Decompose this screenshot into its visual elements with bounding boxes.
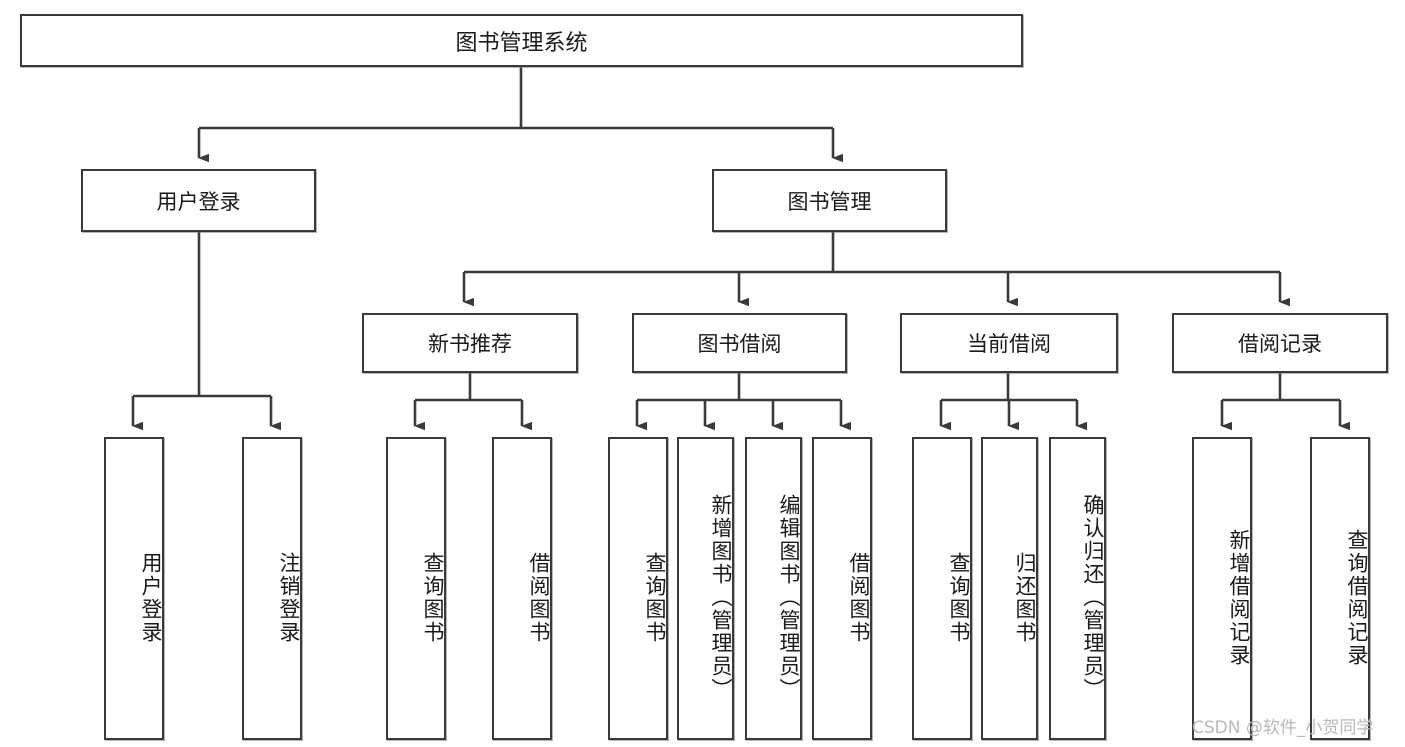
node-leaf-add-record[interactable]: 新增借阅记录 <box>1192 437 1252 740</box>
node-leaf-user-login[interactable]: 用户登录 <box>104 437 164 740</box>
node-label: 注销登录 <box>277 551 301 644</box>
node-label: 确认归还（管理员） <box>1081 494 1105 701</box>
node-user-login[interactable]: 用户登录 <box>81 169 316 232</box>
node-label: 新书推荐 <box>428 332 512 356</box>
node-root-book-management-system[interactable]: 图书管理系统 <box>20 14 1023 67</box>
node-borrow-record[interactable]: 借阅记录 <box>1172 313 1388 373</box>
node-label: 图书借阅 <box>697 332 782 356</box>
node-leaf-query-book-1[interactable]: 查询图书 <box>386 437 446 740</box>
node-leaf-return-book[interactable]: 归还图书 <box>981 437 1038 740</box>
node-label: 图书管理系统 <box>455 30 588 56</box>
node-current-borrow[interactable]: 当前借阅 <box>900 313 1118 373</box>
node-label: 借阅图书 <box>527 551 551 644</box>
node-label: 查询借阅记录 <box>1345 528 1369 667</box>
node-label: 查询图书 <box>947 551 971 644</box>
csdn-watermark: CSDN @软件_小贺同学 <box>1192 718 1374 738</box>
node-leaf-borrow-book-1[interactable]: 借阅图书 <box>492 437 552 740</box>
node-new-book-recommend[interactable]: 新书推荐 <box>362 313 578 373</box>
node-label: 查询图书 <box>643 551 667 644</box>
node-leaf-add-book[interactable]: 新增图书（管理员） <box>677 437 734 740</box>
node-leaf-query-book-3[interactable]: 查询图书 <box>912 437 972 740</box>
node-label: 编辑图书（管理员） <box>777 494 801 701</box>
node-book-borrow[interactable]: 图书借阅 <box>632 313 847 373</box>
node-label: 查询图书 <box>421 551 445 644</box>
node-leaf-query-book-2[interactable]: 查询图书 <box>608 437 668 740</box>
node-label: 当前借阅 <box>967 332 1051 356</box>
node-label: 借阅记录 <box>1238 332 1322 356</box>
node-label: 用户登录 <box>156 189 241 214</box>
node-leaf-user-logout[interactable]: 注销登录 <box>242 437 302 740</box>
node-label: 归还图书 <box>1013 551 1037 644</box>
node-leaf-query-record[interactable]: 查询借阅记录 <box>1310 437 1370 740</box>
node-leaf-edit-book[interactable]: 编辑图书（管理员） <box>745 437 802 740</box>
node-leaf-confirm-return[interactable]: 确认归还（管理员） <box>1049 437 1106 740</box>
node-label: 新增借阅记录 <box>1227 528 1251 667</box>
node-label: 借阅图书 <box>847 551 871 644</box>
node-leaf-borrow-book-2[interactable]: 借阅图书 <box>812 437 872 740</box>
node-book-management[interactable]: 图书管理 <box>712 169 947 232</box>
node-label: 新增图书（管理员） <box>709 494 733 701</box>
node-label: 图书管理 <box>787 189 872 214</box>
node-label: 用户登录 <box>139 551 163 644</box>
